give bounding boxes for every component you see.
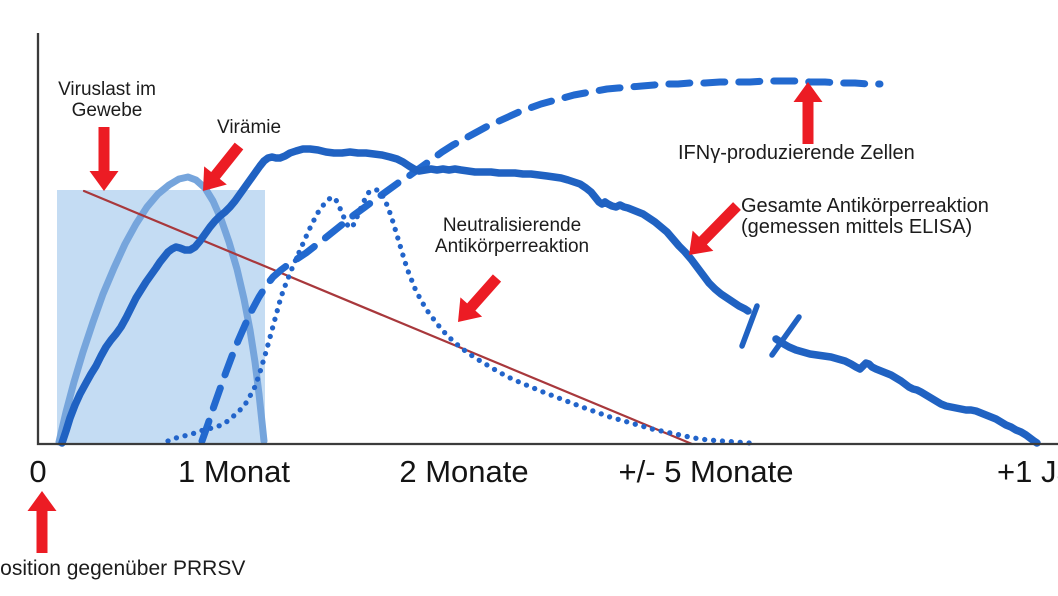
ifn-arrow <box>793 82 823 144</box>
label-exposition-gegenueber-prrsv: Exposition gegenüber PRRSV <box>0 557 246 580</box>
label-gesamte-line2: (gemessen mittels ELISA) <box>741 216 973 238</box>
axes <box>36 33 1058 446</box>
ifn-dashed-curve <box>198 77 884 445</box>
viraemie-arrow <box>203 142 244 191</box>
viraemia-highlight-region <box>57 190 265 444</box>
label-viruslast-im-gewebe: Viruslast im Gewebe <box>41 79 173 121</box>
axis-break-slash-2 <box>769 314 802 358</box>
neutralisierende-arrow <box>458 274 502 322</box>
elisa-solid-curve-b <box>772 335 1041 447</box>
elisa-solid-curve-a <box>58 145 752 447</box>
viruslast-arrow <box>89 127 119 191</box>
x-tick-2-monate: 2 Monate <box>399 454 529 489</box>
label-ifn-produzierende-zellen: IFNγ-produzierende Zellen <box>678 142 915 164</box>
x-tick-0: 0 <box>29 454 47 489</box>
neutralizing-dotted-curve <box>165 187 753 446</box>
label-gesamte-line1: Gesamte Antikörperreaktion <box>741 195 989 217</box>
label-gesamte-antikoerperreaktion: Gesamte Antikörperreaktion (gemessen mit… <box>741 196 989 238</box>
label-viruslast-line1: Viruslast im <box>58 79 156 100</box>
label-neutral-line1: Neutralisierende <box>442 215 582 236</box>
x-tick-5-monate: +/- 5 Monate <box>618 454 794 489</box>
label-viraemie: Virämie <box>217 117 282 138</box>
viraemia-curve <box>55 173 268 446</box>
gesamte-arrow <box>689 202 741 255</box>
viral-load-line <box>82 189 694 446</box>
label-neutral-line2: Antikörperreaktion <box>434 235 590 257</box>
label-viruslast-line2: Gewebe <box>71 99 143 121</box>
x-tick-1-jahr: +1 Jahr <box>997 454 1058 489</box>
exposition-arrow <box>27 491 57 553</box>
axis-break-slash-1 <box>739 303 760 349</box>
label-neutralisierende-antikoerperreaktion: Neutralisierende Antikörperreaktion <box>421 215 603 257</box>
x-tick-1-monat: 1 Monat <box>177 454 291 489</box>
